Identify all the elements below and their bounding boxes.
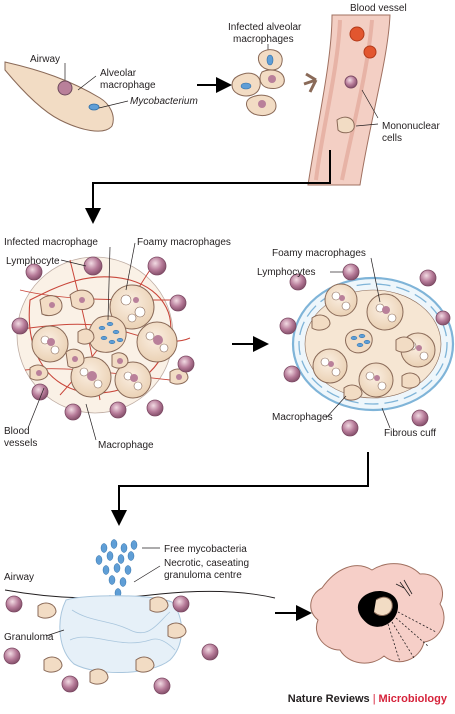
core-bacteria (350, 333, 371, 348)
pseudopod (303, 72, 318, 93)
label-foamy-left: Foamy macrophages (137, 237, 231, 248)
label-infected-alveolar-1: Infected alveolar (228, 22, 302, 33)
label-blood-1: Blood (4, 426, 30, 437)
foamy-macrophage (114, 361, 152, 399)
core-bacteria (98, 321, 124, 345)
journal-subject: Microbiology (378, 693, 447, 705)
lymphocytes-ring (3, 595, 219, 695)
label-foamy-right: Foamy macrophages (272, 248, 366, 259)
mononuclear-cell (344, 75, 358, 89)
label-alveolar-2: macrophage (100, 80, 156, 91)
label-blood-vessel: Blood vessel (350, 3, 407, 14)
mature-granuloma-panel: Foamy macrophages Lymphocytes Macrophage… (257, 248, 455, 439)
label-airway-top: Airway (30, 54, 60, 65)
arrow-4 (111, 452, 369, 526)
label-lymphocytes: Lymphocytes (257, 267, 316, 278)
foamy-macrophage (136, 321, 178, 363)
foamy-macrophage (31, 325, 69, 363)
spreading-bacteria (387, 611, 437, 663)
macrophage-nucleus (268, 75, 276, 83)
cavitation-panel (310, 563, 445, 664)
label-alveolar-1: Alveolar (100, 68, 137, 79)
label-infected-alveolar-2: macrophages (233, 34, 294, 45)
label-blood-2: vessels (4, 438, 37, 449)
journal-credit: Nature Reviews|Microbiology (288, 693, 447, 705)
alveolar-leader (77, 75, 97, 91)
early-granuloma-cluster (11, 256, 195, 421)
label-macrophages: Macrophages (272, 412, 333, 423)
label-necrotic-1: Necrotic, caseating (164, 558, 249, 569)
foamy-macrophage (70, 356, 112, 398)
mycobacterium-bacterium (88, 103, 100, 111)
arrow-2 (85, 150, 331, 224)
label-free-mycobacteria: Free mycobacteria (164, 544, 247, 555)
early-granuloma-panel: Infected macrophage Foamy macrophages Ly… (4, 237, 231, 451)
label-necrotic-2: granuloma centre (164, 570, 242, 581)
airway-connection (395, 579, 413, 597)
lymphocytes-ring (11, 256, 195, 421)
infected-macrophage-core (88, 315, 127, 353)
surrounding-macrophages (37, 596, 187, 685)
foamy-macrophage (366, 293, 404, 331)
foamy-macrophage (324, 283, 358, 317)
macrophage-nucleus (258, 100, 266, 108)
mycobacterium-leader (98, 100, 129, 109)
airway-panel: Airway Alveolar macrophage Mycobacterium (4, 54, 198, 132)
label-fibrous-cuff: Fibrous cuff (384, 428, 436, 439)
label-airway-bottom: Airway (4, 572, 34, 583)
airway-wall (4, 589, 276, 599)
foamy-macrophage (358, 362, 394, 398)
alveolar-macrophage-cell (4, 61, 114, 132)
label-mycobacterium: Mycobacterium (130, 96, 198, 107)
intracellular-bacterium (266, 54, 274, 66)
label-mononuclear-2: cells (382, 133, 402, 144)
credit-separator: | (372, 693, 376, 705)
alveolar-macrophage-nucleus (57, 80, 73, 96)
journal-name: Nature Reviews (287, 693, 370, 705)
label-infected-macrophage: Infected macrophage (4, 237, 98, 248)
label-macrophage: Macrophage (98, 440, 154, 451)
caseating-granuloma-panel: Free mycobacteria Necrotic, caseating gr… (3, 539, 276, 695)
lymphocytes-ring (279, 263, 451, 437)
label-granuloma: Granuloma (4, 632, 54, 643)
red-blood-cell (349, 26, 365, 42)
infection-panel: Infected alveolar macrophages Blood vess… (228, 3, 440, 186)
intracellular-bacterium (240, 82, 252, 90)
infected-macrophage-core (345, 328, 373, 354)
small-macrophages (311, 314, 421, 401)
necrotic-centre (59, 595, 183, 674)
foamy-macrophage (312, 348, 348, 384)
label-lymphocyte: Lymphocyte (6, 256, 60, 267)
mononuclear-cell (336, 116, 355, 134)
label-mononuclear-1: Mononuclear (382, 121, 440, 132)
red-blood-cell (363, 45, 377, 59)
foamy-macrophage (109, 284, 155, 330)
